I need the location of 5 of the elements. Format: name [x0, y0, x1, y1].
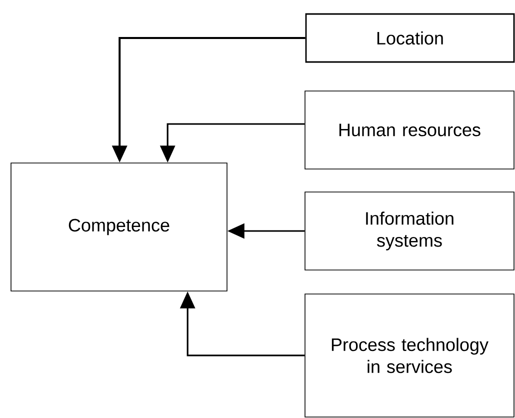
factor-box: Information systems [304, 192, 514, 270]
factor-box: Human resources [304, 90, 514, 170]
concept-box: Competence [10, 162, 228, 292]
factor-box: Process technology in services [304, 294, 514, 418]
factor-box: Location [305, 13, 515, 63]
